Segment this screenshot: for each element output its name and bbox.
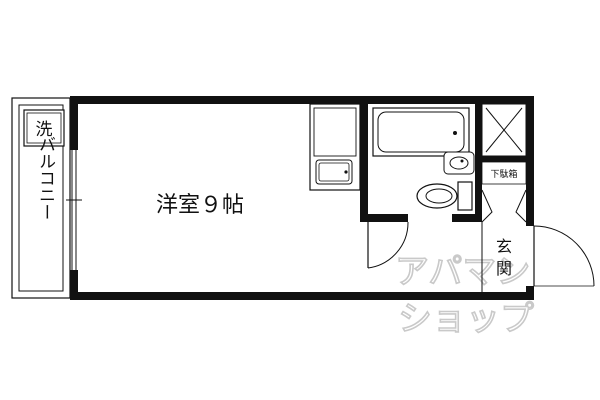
bathtub-basin bbox=[377, 111, 465, 153]
closet bbox=[481, 103, 527, 157]
washbasin-bowl bbox=[449, 156, 469, 170]
wall-left-lower bbox=[70, 270, 78, 300]
watermark: アパマン ショップ bbox=[394, 251, 535, 340]
toilet-tank bbox=[457, 181, 473, 211]
washbasin-outline bbox=[443, 151, 475, 175]
wall-top bbox=[70, 96, 532, 104]
shoe-box-doors bbox=[481, 189, 527, 223]
wall-bath-partition bbox=[360, 96, 368, 220]
wall-left-upper bbox=[70, 96, 78, 150]
kitchen-sink bbox=[315, 159, 353, 185]
sink-drain bbox=[344, 170, 348, 174]
bath-door bbox=[367, 221, 409, 269]
kitchen-sink-basin bbox=[318, 162, 350, 182]
toilet bbox=[416, 181, 473, 211]
balcony-outline bbox=[11, 97, 71, 299]
shoe-box: 下駄箱 bbox=[481, 161, 527, 185]
washer-space bbox=[23, 109, 65, 147]
shoe-box-label: 下駄箱 bbox=[490, 168, 517, 180]
kitchen-counter bbox=[309, 103, 361, 191]
washer-space-inner bbox=[26, 112, 62, 144]
wall-bath-bottom-left bbox=[360, 214, 408, 222]
bathtub bbox=[372, 107, 470, 157]
washer-label: 洗 bbox=[36, 120, 53, 140]
entrance: 玄 関 bbox=[481, 222, 595, 292]
watermark-line2: ショップ bbox=[398, 299, 534, 339]
toilet-bowl bbox=[416, 183, 458, 209]
shoe-door-right bbox=[515, 189, 527, 223]
shoe-box-outline bbox=[481, 161, 527, 185]
shoe-door-left bbox=[481, 189, 493, 223]
wall-bottom bbox=[70, 292, 532, 300]
wall-closet-bottom bbox=[475, 156, 533, 162]
wall-right-lower bbox=[526, 286, 534, 300]
wall-bath-bottom-right bbox=[452, 214, 482, 222]
front-door-arc bbox=[533, 225, 595, 287]
toilet-seat bbox=[425, 188, 453, 204]
kitchen-counter-top bbox=[313, 107, 357, 157]
washbasin-drain bbox=[460, 159, 464, 163]
closet-x-line-2 bbox=[485, 107, 523, 153]
watermark-line1: アパマン bbox=[395, 252, 530, 292]
entrance-label-1: 玄 bbox=[496, 237, 512, 256]
balcony: 洗 バルコニー bbox=[11, 97, 71, 299]
bath-door-arc bbox=[367, 221, 409, 269]
walls bbox=[66, 96, 534, 300]
balcony-label: バルコニー bbox=[35, 136, 55, 221]
entrance-label-2: 関 bbox=[496, 259, 512, 278]
balcony-inner-rail bbox=[18, 104, 64, 292]
bathtub-outline bbox=[372, 107, 470, 157]
washbasin bbox=[443, 151, 475, 175]
western-room-label: 洋室９帖 bbox=[156, 193, 244, 218]
bathtub-drain bbox=[453, 131, 457, 135]
